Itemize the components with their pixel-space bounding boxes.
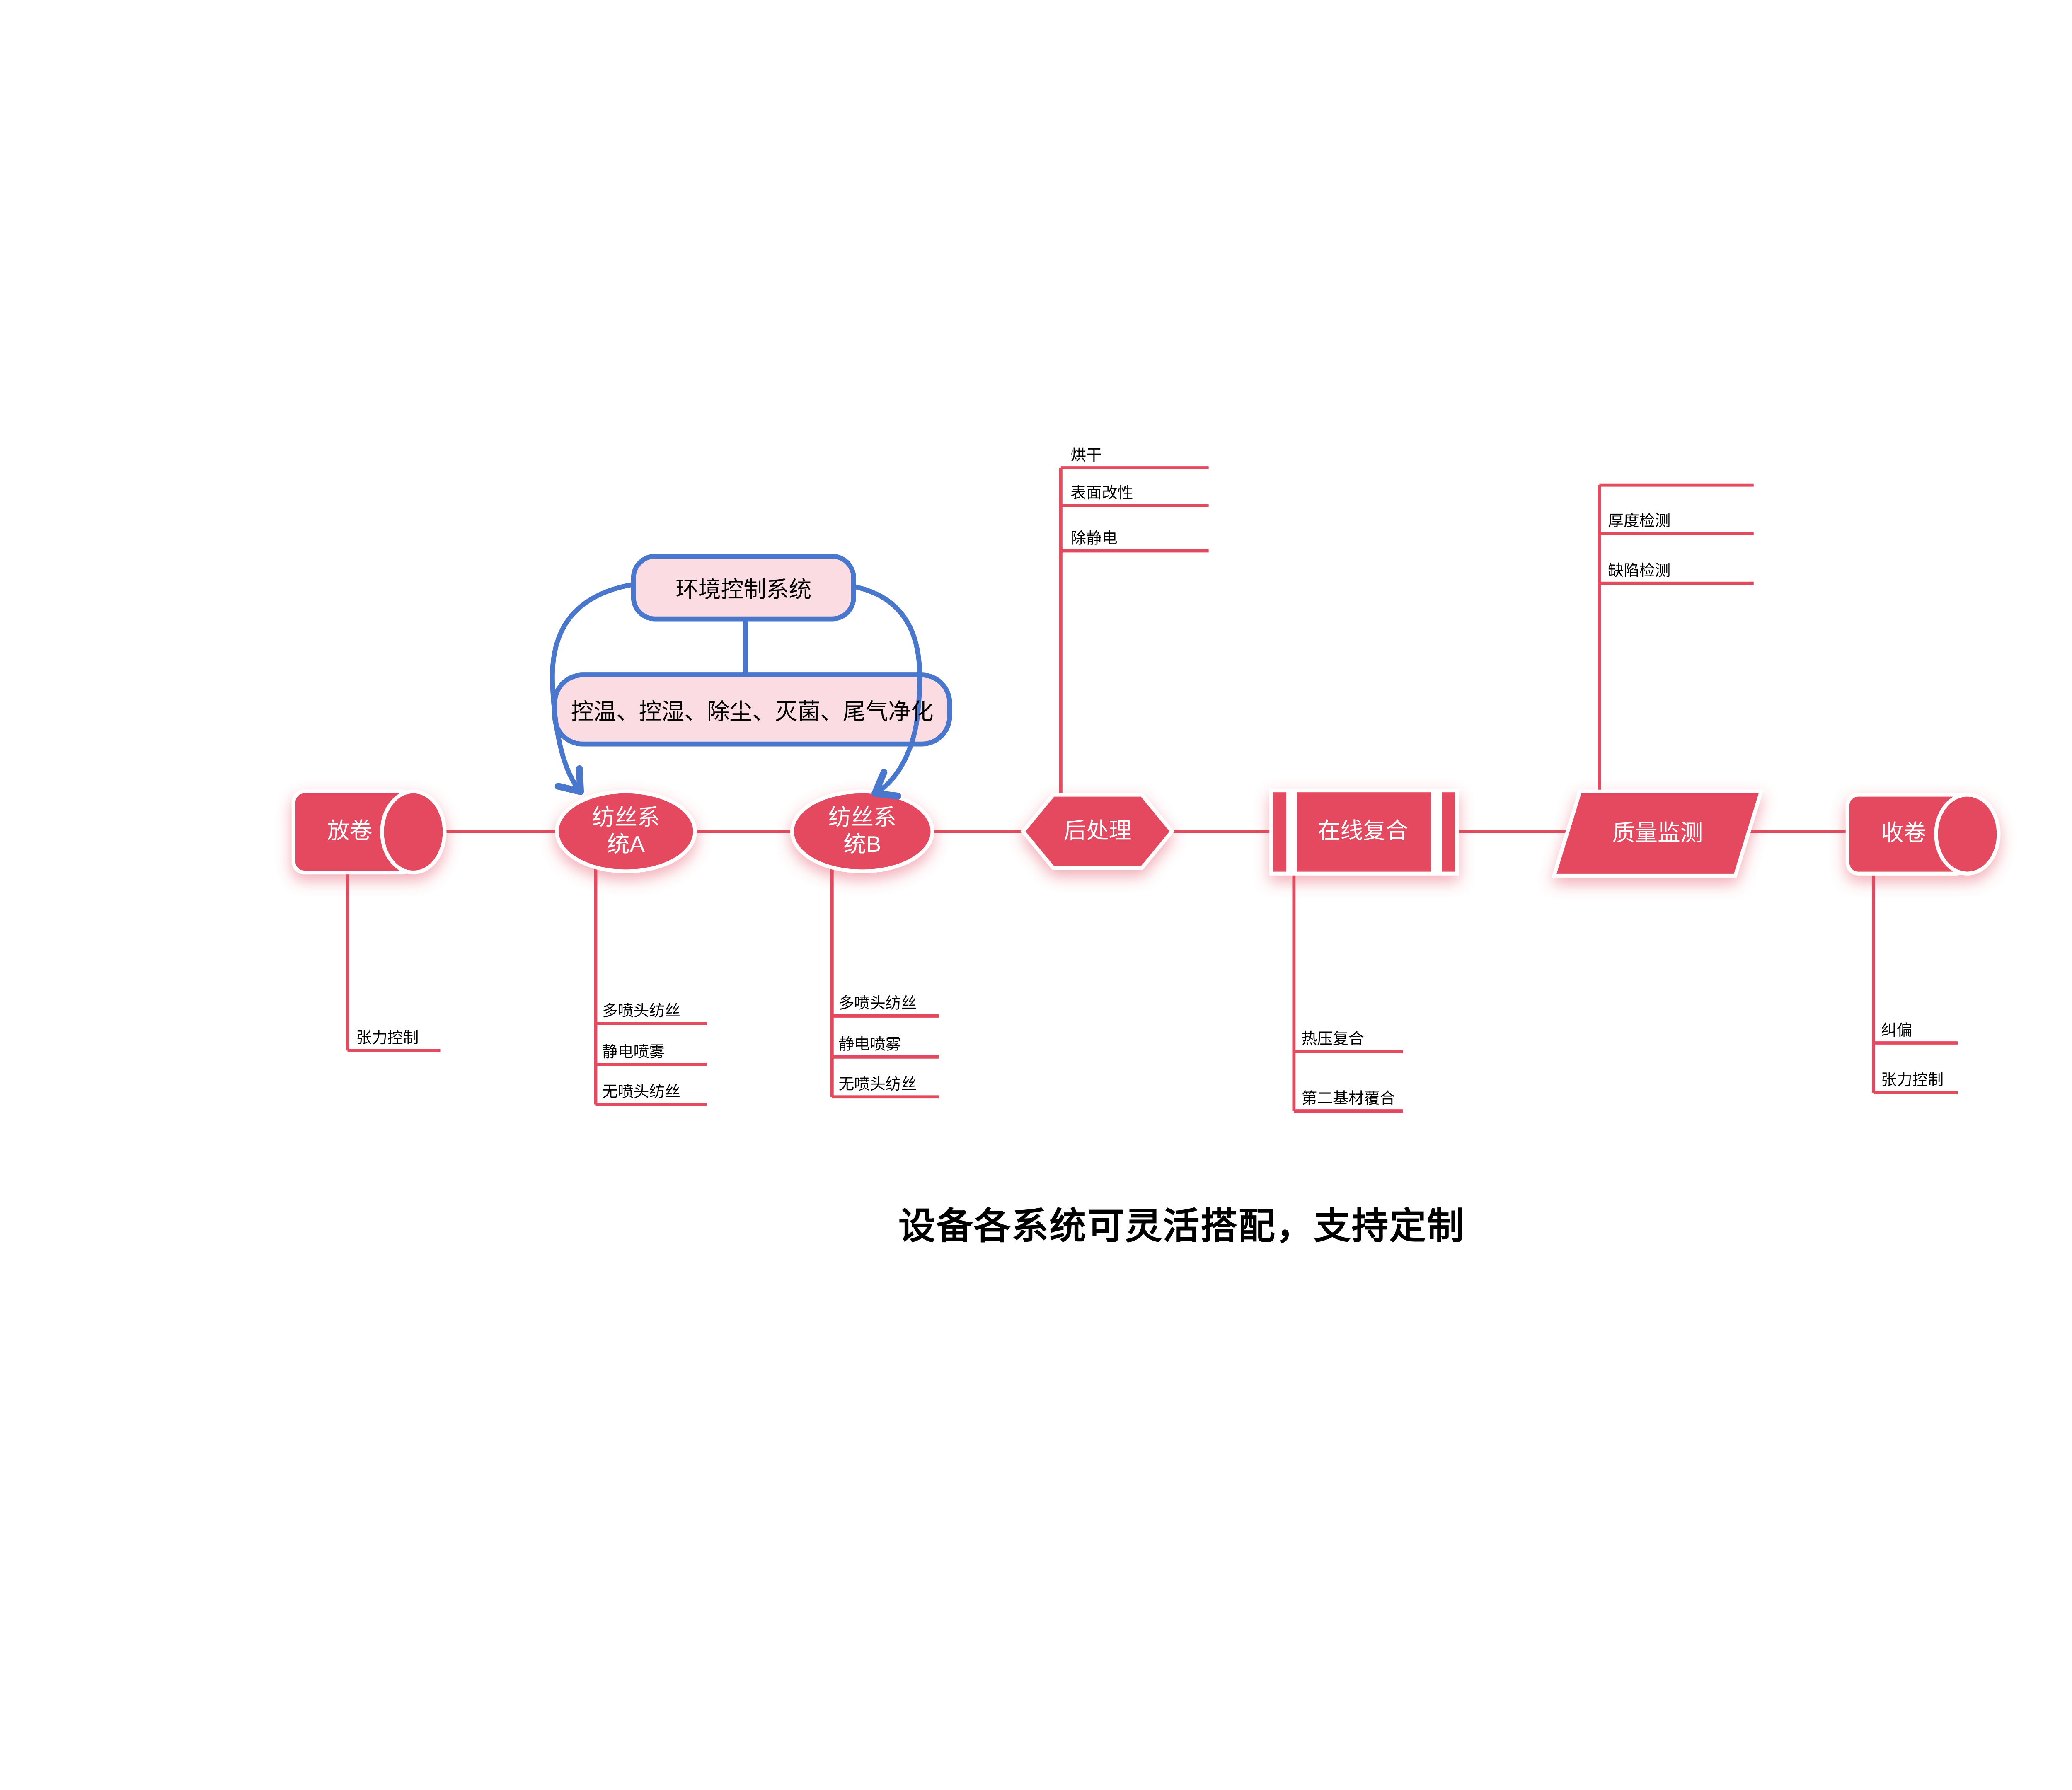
env-arrow-to-spin-b (853, 584, 922, 800)
laminate-subprocess-shape[interactable] (1269, 788, 1459, 876)
post-top-branch-lines (1059, 466, 1209, 798)
rewind-cylinder-shape[interactable] (1845, 793, 2001, 876)
unwind-cylinder-shape[interactable] (291, 789, 447, 874)
blue-connectors (550, 582, 922, 800)
spin-b-branch-item: 无喷头纺丝 (838, 1076, 917, 1094)
red-connectors (346, 466, 1958, 1113)
spin-b-branch-item: 静电喷雾 (838, 1036, 901, 1054)
rewind-node-label: 收卷 (1881, 821, 1927, 846)
spin-a-branch-item: 无喷头纺丝 (602, 1084, 680, 1101)
qc-top-branch-lines (1598, 483, 1754, 794)
unwind-branch-lines (346, 872, 441, 1052)
qc-top-branch-item: 厚度检测 (1608, 513, 1671, 530)
spin-b-node-label: 纺丝系 统B (828, 804, 896, 858)
unwind-branch-item: 张力控制 (356, 1030, 419, 1047)
spin-a-label-line1: 纺丝系 (592, 805, 660, 830)
post-hexagon-shape[interactable] (1020, 793, 1175, 870)
spin-b-branch-lines (830, 865, 939, 1098)
bottom-caption: 设备各系统可灵活搭配，支持定制 (898, 1206, 1465, 1248)
spin-b-label-line1: 纺丝系 (828, 805, 896, 830)
spin-b-label-line2: 统B (843, 832, 881, 857)
post-top-branch-item: 表面改性 (1070, 485, 1133, 503)
laminate-node-label: 在线复合 (1317, 819, 1409, 844)
qc-node-label: 质量监测 (1612, 821, 1703, 846)
laminate-branch-item: 热压复合 (1301, 1031, 1364, 1048)
laminate-branch-item: 第二基材覆合 (1301, 1090, 1396, 1108)
spin-a-ellipse-shape[interactable] (555, 789, 697, 873)
qc-top-branch-item: 缺陷检测 (1608, 562, 1671, 580)
rewind-branch-item: 纠偏 (1881, 1022, 1912, 1040)
env-functions-label: 控温、控湿、除尘、灭菌、尾气净化 (571, 699, 934, 725)
post-node-label: 后处理 (1063, 819, 1132, 844)
spin-a-branch-lines (594, 865, 707, 1106)
diagram-canvas: 放卷 纺丝系 统A 纺丝系 统B 后处理 在线复合 质量监测 收卷 环境控制系统… (0, 312, 2072, 1478)
unwind-node-label: 放卷 (327, 819, 373, 844)
spin-a-branch-item: 静电喷雾 (602, 1044, 665, 1062)
spin-b-ellipse-shape[interactable] (790, 789, 934, 873)
process-shapes (291, 788, 2001, 878)
env-arrow-to-spin-a (550, 582, 634, 795)
rewind-branch-lines (1871, 873, 1958, 1094)
qc-parallelogram-shape[interactable] (1551, 789, 1764, 878)
spin-a-branch-item: 多喷头纺丝 (602, 1003, 680, 1021)
spin-a-node-label: 纺丝系 统A (592, 804, 660, 858)
laminate-branch-lines (1292, 873, 1403, 1113)
env-system-label: 环境控制系统 (675, 578, 812, 603)
rewind-branch-item: 张力控制 (1881, 1072, 1944, 1089)
post-top-branch-item: 除静电 (1070, 530, 1118, 548)
post-top-branch-item: 烘干 (1070, 447, 1102, 464)
flow-diagram-svg (291, 466, 2001, 1113)
spin-b-branch-item: 多喷头纺丝 (838, 995, 917, 1013)
spin-a-label-line2: 统A (607, 832, 645, 857)
